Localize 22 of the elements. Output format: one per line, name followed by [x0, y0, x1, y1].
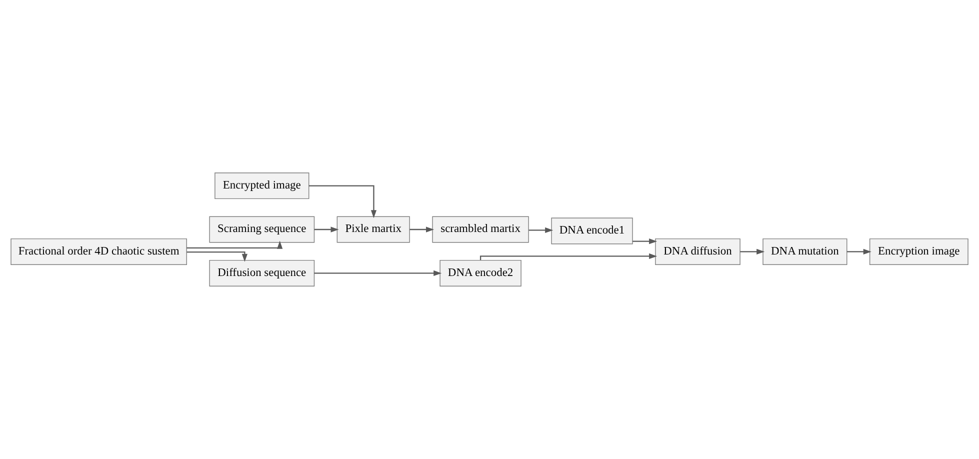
node-box: Encrypted image [214, 172, 310, 200]
node-box: DNA diffusion [655, 238, 740, 265]
arrow [186, 240, 283, 249]
arrow [314, 226, 339, 232]
arrow [314, 270, 442, 276]
node-box: Fractional order 4D chaotic sustem [10, 238, 187, 265]
arrow [847, 248, 872, 255]
node-box: DNA encode1 [551, 218, 633, 244]
arrow [186, 252, 248, 262]
node-box: Encryption image [869, 238, 968, 265]
arrow [740, 248, 765, 255]
arrow [528, 227, 554, 234]
node-box: DNA encode2 [440, 260, 522, 286]
node-box: scrambled martix [432, 216, 529, 243]
arrow [480, 253, 658, 260]
node-box: Scraming sequence [209, 216, 315, 243]
arrow [309, 185, 377, 218]
node-box: Diffusion sequence [209, 260, 315, 286]
node-box: Pixle martix [336, 216, 410, 243]
arrow [410, 226, 434, 232]
node-box: DNA mutation [762, 238, 848, 265]
arrow [632, 238, 658, 244]
